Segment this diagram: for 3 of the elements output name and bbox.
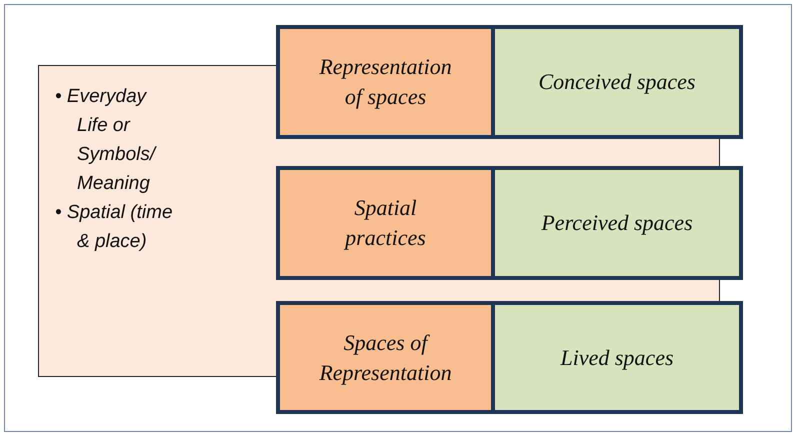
background-panel xyxy=(38,65,276,377)
bullet-item: • Spatial (time & place) xyxy=(55,201,174,254)
bullet-item: • Everyday Life or Symbols/ Meaning xyxy=(55,85,158,196)
